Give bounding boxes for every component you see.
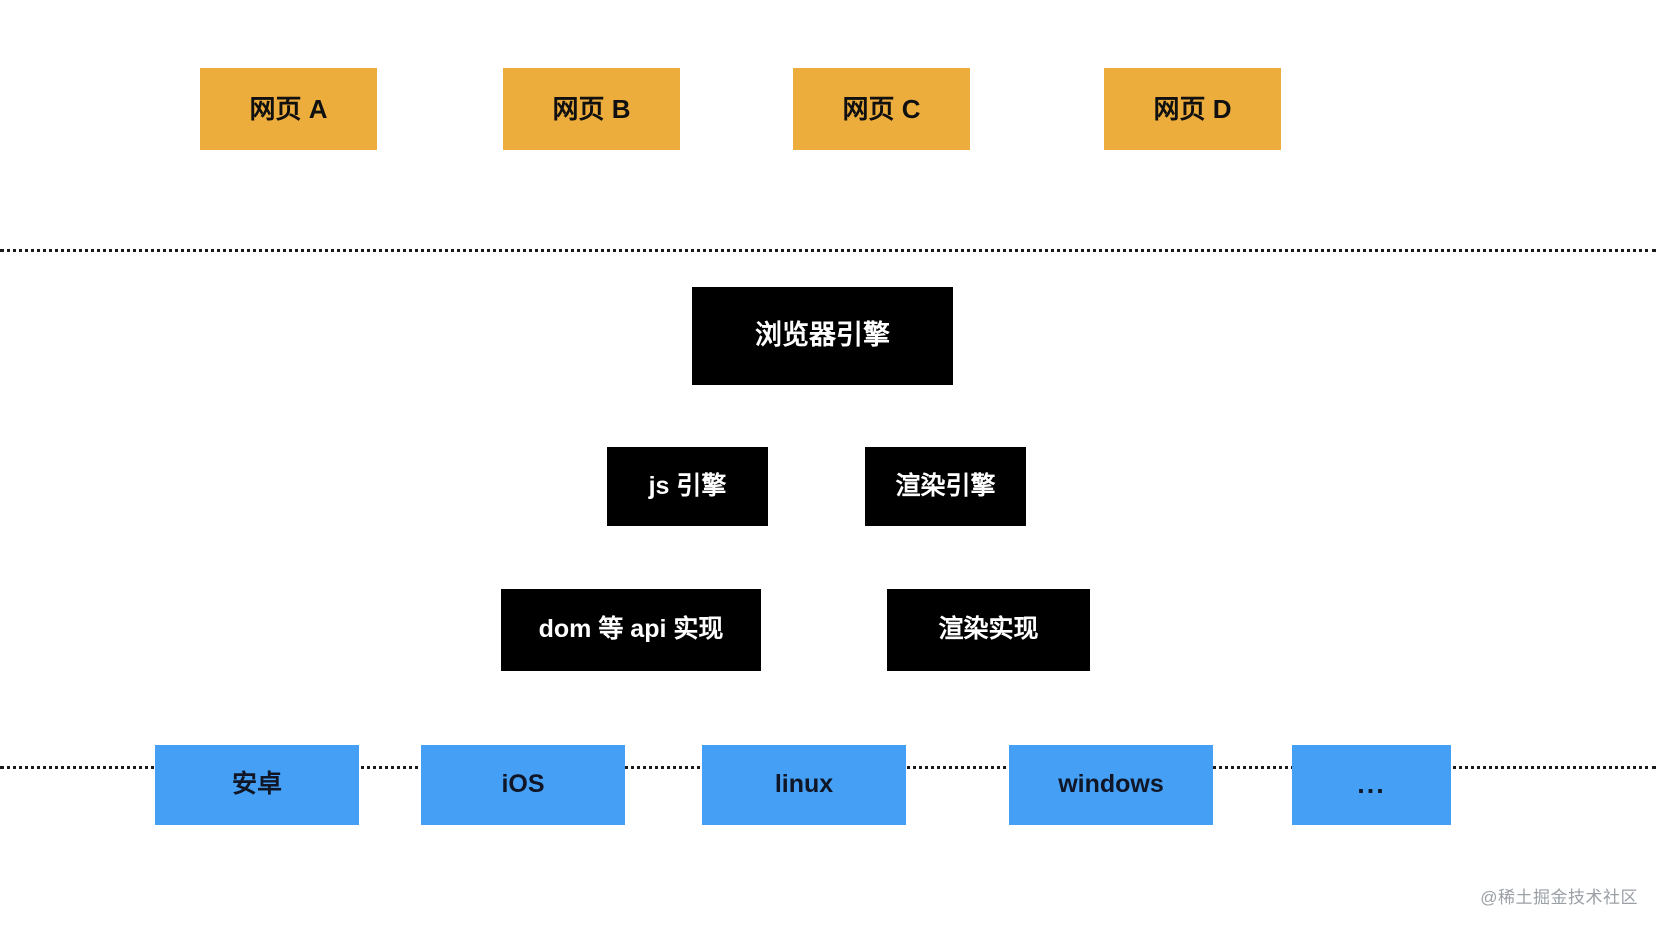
os-box-android: 安卓 [155, 745, 359, 825]
web-page-label-b: 网页 B [552, 93, 631, 124]
os-label-more: ... [1357, 769, 1386, 800]
watermark: @稀土掘金技术社区 [1480, 888, 1638, 907]
os-box-windows: windows [1009, 745, 1213, 825]
divider-pages-engine [0, 249, 1656, 252]
web-page-box-d: 网页 D [1104, 68, 1281, 150]
os-label-ios: iOS [501, 770, 545, 799]
web-page-label-a: 网页 A [249, 93, 328, 124]
render-engine-label: 渲染引擎 [895, 471, 996, 500]
web-page-label-d: 网页 D [1153, 93, 1232, 124]
os-label-android: 安卓 [231, 770, 282, 799]
js-engine-label: js 引擎 [648, 471, 727, 500]
web-page-label-c: 网页 C [842, 93, 921, 124]
render-impl-box: 渲染实现 [887, 589, 1090, 671]
web-page-box-b: 网页 B [503, 68, 680, 150]
os-label-linux: linux [774, 770, 834, 799]
web-page-box-c: 网页 C [793, 68, 970, 150]
browser-engine-label: 浏览器引擎 [755, 320, 890, 351]
os-box-more: ... [1292, 745, 1451, 825]
browser-engine-box: 浏览器引擎 [692, 287, 953, 385]
render-engine-box: 渲染引擎 [865, 447, 1026, 526]
dom-api-impl-box: dom 等 api 实现 [501, 589, 761, 671]
dom-api-impl-label: dom 等 api 实现 [538, 615, 724, 644]
os-label-windows: windows [1058, 770, 1164, 799]
os-box-linux: linux [702, 745, 906, 825]
os-box-ios: iOS [421, 745, 625, 825]
web-page-box-a: 网页 A [200, 68, 377, 150]
render-impl-label: 渲染实现 [938, 615, 1039, 644]
js-engine-box: js 引擎 [607, 447, 768, 526]
